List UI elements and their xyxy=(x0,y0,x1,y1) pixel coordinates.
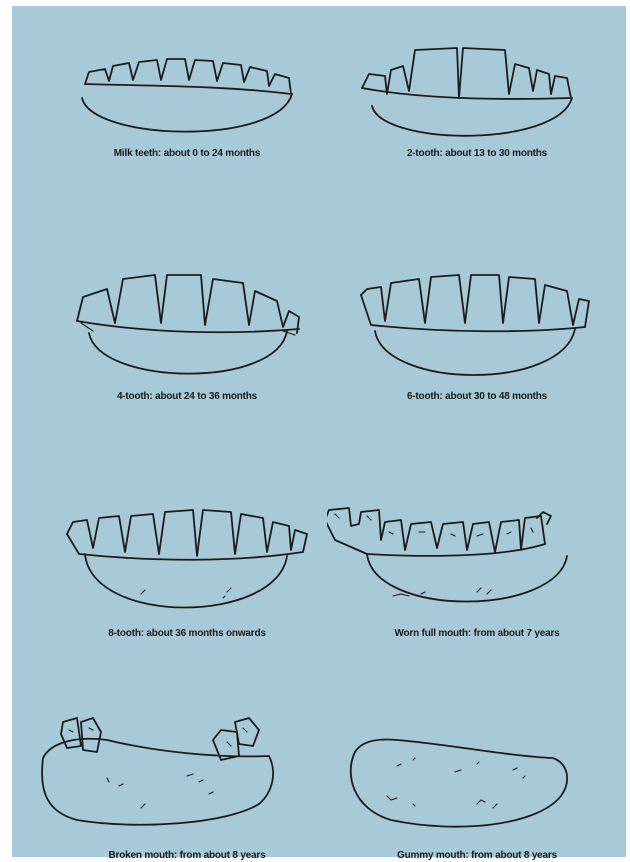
two-tooth-jaw-drawing xyxy=(327,36,627,156)
stage-four-tooth: 4-tooth: about 24 to 36 months xyxy=(37,261,337,411)
caption-milk-teeth: Milk teeth: about 0 to 24 months xyxy=(37,148,337,159)
stage-six-tooth: 6-tooth: about 30 to 48 months xyxy=(327,261,627,411)
gummy-mouth-jaw-drawing xyxy=(327,712,627,842)
four-tooth-jaw-drawing xyxy=(37,261,337,391)
stage-worn-full-mouth: Worn full mouth: from about 7 years xyxy=(327,496,627,646)
stage-broken-mouth: Broken mouth: from about 8 years xyxy=(37,712,337,862)
caption-worn-full-mouth: Worn full mouth: from about 7 years xyxy=(327,628,627,639)
caption-six-tooth: 6-tooth: about 30 to 48 months xyxy=(327,391,627,402)
caption-four-tooth: 4-tooth: about 24 to 36 months xyxy=(37,391,337,402)
broken-mouth-jaw-drawing xyxy=(37,712,337,842)
teeth-age-chart: Milk teeth: about 0 to 24 months 2-tooth… xyxy=(12,6,626,857)
milk-teeth-jaw-drawing xyxy=(37,36,337,156)
stage-milk-teeth: Milk teeth: about 0 to 24 months xyxy=(37,36,337,186)
stage-eight-tooth: 8-tooth: about 36 months onwards xyxy=(37,496,337,646)
caption-two-tooth: 2-tooth: about 13 to 30 months xyxy=(327,148,627,159)
caption-broken-mouth: Broken mouth: from about 8 years xyxy=(37,850,337,861)
stage-two-tooth: 2-tooth: about 13 to 30 months xyxy=(327,36,627,186)
caption-eight-tooth: 8-tooth: about 36 months onwards xyxy=(37,628,337,639)
six-tooth-jaw-drawing xyxy=(327,261,627,391)
eight-tooth-jaw-drawing xyxy=(37,496,337,626)
worn-mouth-jaw-drawing xyxy=(327,496,627,626)
caption-gummy-mouth: Gummy mouth: from about 8 years xyxy=(327,850,627,861)
stage-gummy-mouth: Gummy mouth: from about 8 years xyxy=(327,712,627,862)
